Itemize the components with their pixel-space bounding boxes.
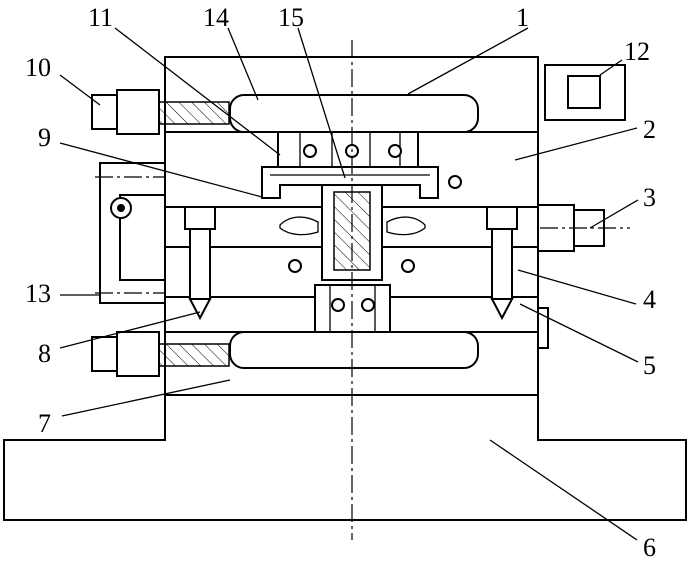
- side-bracket: [99, 162, 166, 304]
- callout-15: 15: [278, 3, 304, 32]
- callout-6: 6: [643, 533, 656, 560]
- callout-10: 10: [25, 53, 51, 82]
- callout-4: 4: [643, 285, 656, 314]
- fitting-bottom-left: [91, 331, 230, 377]
- central-core: [261, 131, 439, 333]
- top-right-box: [544, 64, 626, 121]
- right-bolt: [486, 206, 518, 321]
- callout-2: 2: [643, 115, 656, 144]
- callout-8: 8: [38, 339, 51, 368]
- callout-14: 14: [203, 3, 229, 32]
- callout-12: 12: [624, 37, 650, 66]
- callout-5: 5: [643, 351, 656, 380]
- callout-7: 7: [38, 409, 51, 438]
- side-stop: [537, 307, 549, 349]
- center-lines: [95, 40, 630, 540]
- callout-11: 11: [88, 3, 113, 32]
- callout-13: 13: [25, 279, 51, 308]
- fitting-top-left: [91, 89, 230, 135]
- callout-9: 9: [38, 123, 51, 152]
- leader-lines: [59, 27, 639, 541]
- callout-3: 3: [643, 183, 656, 212]
- callout-1: 1: [516, 3, 529, 32]
- callout-labels: 1 2 3 4 5 6 7 8 9 10 11 12 13 14 15: [25, 3, 656, 562]
- base-plate: [3, 394, 687, 521]
- left-bolt: [184, 206, 216, 321]
